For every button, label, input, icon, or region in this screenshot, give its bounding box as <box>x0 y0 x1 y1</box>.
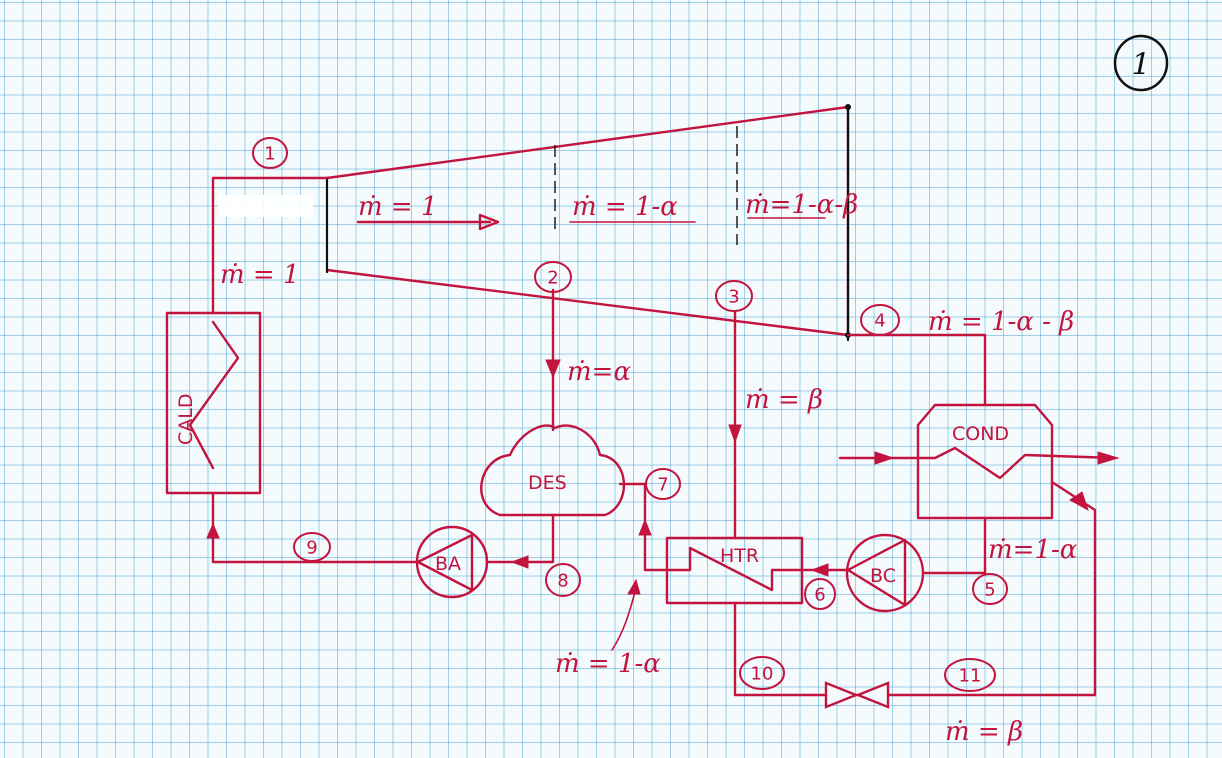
flow-label-exhaust: ṁ = 1-α - β <box>928 307 1074 337</box>
arrow-8 <box>510 555 529 569</box>
state-7: 7 <box>645 468 681 500</box>
state-2: 2 <box>534 261 572 293</box>
svg-text:COND: COND <box>952 423 1009 445</box>
throttle-valve-icon <box>824 681 890 709</box>
pump-ba: BA <box>415 525 489 599</box>
state-5: 5 <box>972 573 1008 605</box>
arrow-7 <box>638 518 652 536</box>
heater-htr: HTR <box>643 536 850 605</box>
state-1: 1 <box>252 137 288 169</box>
condenser-cond: COND <box>838 403 1120 520</box>
flow-label-condensate: ṁ=1-α <box>988 535 1078 565</box>
line-9 <box>211 491 419 564</box>
svg-text:HTR: HTR <box>720 545 759 567</box>
state-4: 4 <box>860 304 900 336</box>
turbine <box>325 104 851 342</box>
flow-label-extraction-3: ṁ = β <box>745 385 823 415</box>
arrow-6 <box>810 563 829 577</box>
extraction-line-2 <box>545 288 561 432</box>
svg-text:BC: BC <box>870 565 896 587</box>
arrow-9 <box>206 522 220 539</box>
line-des-8 <box>486 513 555 564</box>
state-9: 9 <box>293 532 331 562</box>
svg-text:DES: DES <box>528 472 567 494</box>
boiler-label: CALD <box>175 394 197 445</box>
main-steam-line <box>211 176 329 315</box>
state-6: 6 <box>804 578 836 610</box>
flow-label-drain: ṁ = β <box>945 717 1023 747</box>
svg-text:4: 4 <box>874 311 885 332</box>
flow-label-boiler-out: ṁ = 1 <box>220 260 300 290</box>
turbine-flow-arrowhead <box>478 213 500 231</box>
state-11: 11 <box>944 658 996 692</box>
line-5 <box>921 516 987 575</box>
line-4 <box>846 333 987 407</box>
svg-text:2: 2 <box>547 268 558 289</box>
svg-text:11: 11 <box>959 666 982 687</box>
svg-text:5: 5 <box>984 580 995 601</box>
pump-bc: BC <box>845 533 925 613</box>
extraction-line-3 <box>728 310 742 540</box>
deaerator-des: DES <box>480 424 626 517</box>
flow-label-extraction-2: ṁ=α <box>567 357 631 387</box>
state-8: 8 <box>545 563 581 597</box>
svg-text:6: 6 <box>814 585 825 606</box>
svg-text:10: 10 <box>751 664 774 685</box>
flow-label-turbine-mid: ṁ = 1-α <box>572 192 678 222</box>
flow-label-turbine-end: ṁ=1-α-β <box>745 190 858 220</box>
page-marker: 1 <box>1113 34 1169 92</box>
drain-line <box>733 480 1097 697</box>
state-3: 3 <box>715 280 753 312</box>
svg-text:BA: BA <box>435 553 461 575</box>
boiler-cald: CALD <box>165 311 262 495</box>
svg-text:1: 1 <box>1131 48 1150 83</box>
pointer-arrow-head <box>627 578 641 595</box>
svg-text:3: 3 <box>728 287 739 308</box>
flow-label-heater-out: ṁ = 1-α <box>555 649 661 679</box>
svg-text:7: 7 <box>657 475 668 496</box>
flow-label-turbine-in: ṁ = 1 <box>358 192 438 222</box>
svg-text:1: 1 <box>264 144 275 165</box>
svg-text:8: 8 <box>557 571 568 592</box>
svg-text:9: 9 <box>306 538 317 559</box>
pointer-arrow <box>611 591 636 651</box>
state-10: 10 <box>739 656 785 690</box>
